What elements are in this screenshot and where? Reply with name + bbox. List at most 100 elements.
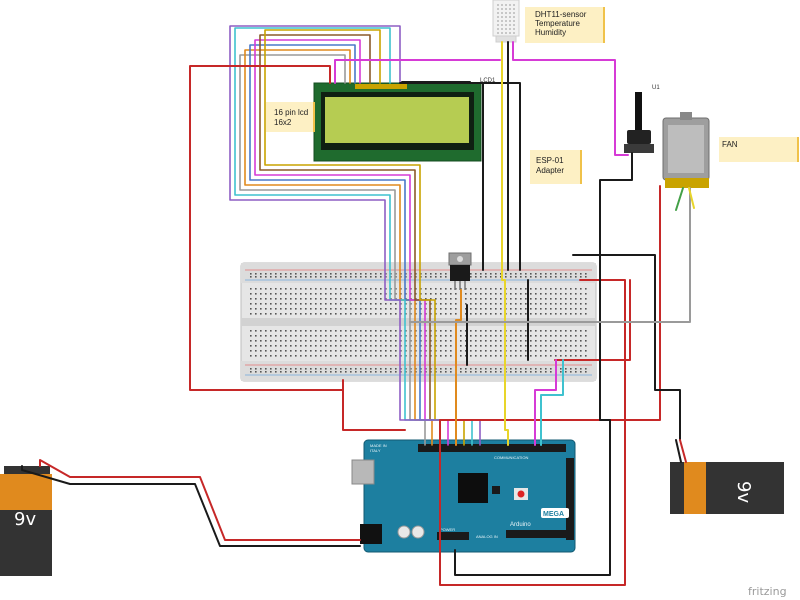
breadboard-hole [300, 355, 302, 357]
breadboard-hole [550, 303, 552, 305]
breadboard-hole [525, 350, 527, 352]
breadboard-hole [335, 330, 337, 332]
wire-red-mid [554, 279, 631, 361]
breadboard-hole [315, 345, 317, 347]
breadboard-hole [370, 288, 372, 290]
breadboard-hole [535, 371, 537, 373]
breadboard-hole [335, 308, 337, 310]
breadboard-hole [580, 368, 582, 370]
wire-black-lcd-gnd2 [401, 81, 471, 84]
breadboard-hole [475, 350, 477, 352]
breadboard-hole [450, 293, 452, 295]
breadboard-hole [310, 330, 312, 332]
arduino-logo-text: Arduino [510, 522, 531, 528]
breadboard-hole [325, 313, 327, 315]
breadboard-hole [280, 273, 282, 275]
voltage-regulator [448, 252, 472, 290]
breadboard-hole [530, 276, 532, 278]
fan-note: FAN [719, 137, 799, 162]
breadboard-hole [435, 293, 437, 295]
breadboard-hole [470, 345, 472, 347]
breadboard-hole [390, 313, 392, 315]
breadboard-hole [305, 368, 307, 370]
wire-cyan-mega [540, 359, 564, 446]
breadboard-hole [260, 368, 262, 370]
breadboard-hole [385, 303, 387, 305]
breadboard-hole [295, 345, 297, 347]
breadboard-hole [305, 273, 307, 275]
breadboard-hole [320, 308, 322, 310]
breadboard-hole [270, 303, 272, 305]
breadboard-hole [460, 335, 462, 337]
breadboard-hole [565, 288, 567, 290]
breadboard-hole [345, 340, 347, 342]
breadboard-hole [340, 303, 342, 305]
breadboard-hole [565, 308, 567, 310]
breadboard-hole [495, 350, 497, 352]
breadboard-hole [490, 288, 492, 290]
breadboard-hole [440, 355, 442, 357]
breadboard-hole [485, 303, 487, 305]
breadboard-hole [460, 345, 462, 347]
breadboard-hole [370, 350, 372, 352]
analog-in-text: ANALOG IN [476, 534, 498, 539]
breadboard-hole [335, 313, 337, 315]
breadboard-hole [580, 330, 582, 332]
breadboard-hole [445, 313, 447, 315]
breadboard-hole [385, 371, 387, 373]
breadboard-hole [395, 345, 397, 347]
breadboard-hole [390, 345, 392, 347]
breadboard-hole [265, 293, 267, 295]
breadboard-hole [565, 273, 567, 275]
breadboard-hole [285, 288, 287, 290]
breadboard-hole [290, 308, 292, 310]
breadboard-hole [295, 340, 297, 342]
breadboard-hole [340, 293, 342, 295]
breadboard-hole [575, 330, 577, 332]
breadboard-hole [350, 368, 352, 370]
breadboard-hole [580, 355, 582, 357]
breadboard-hole [545, 276, 547, 278]
breadboard-hole [255, 371, 257, 373]
breadboard-hole [495, 276, 497, 278]
dht11-vent [501, 20, 503, 22]
breadboard-hole [580, 350, 582, 352]
breadboard-hole [345, 368, 347, 370]
breadboard-hole [345, 308, 347, 310]
breadboard-hole [265, 368, 267, 370]
breadboard-hole [285, 355, 287, 357]
breadboard-hole [480, 340, 482, 342]
breadboard-hole [500, 293, 502, 295]
breadboard-hole [495, 345, 497, 347]
wire-black-right [572, 254, 681, 441]
breadboard-hole [365, 345, 367, 347]
breadboard-hole [580, 371, 582, 373]
breadboard-hole [470, 330, 472, 332]
breadboard-hole [305, 355, 307, 357]
breadboard-hole [575, 276, 577, 278]
breadboard-hole [330, 350, 332, 352]
breadboard-hole [570, 288, 572, 290]
breadboard-hole [580, 298, 582, 300]
breadboard-hole [490, 293, 492, 295]
breadboard-hole [350, 355, 352, 357]
breadboard-hole [355, 345, 357, 347]
breadboard-hole [440, 288, 442, 290]
breadboard-hole [450, 330, 452, 332]
breadboard-hole [425, 293, 427, 295]
breadboard-hole [270, 298, 272, 300]
dht11-vent [497, 4, 499, 6]
breadboard-hole [370, 313, 372, 315]
breadboard-hole [290, 371, 292, 373]
breadboard-hole [515, 330, 517, 332]
breadboard-hole [345, 355, 347, 357]
breadboard-hole [360, 350, 362, 352]
breadboard-hole [300, 276, 302, 278]
breadboard-hole [555, 345, 557, 347]
breadboard-hole [555, 276, 557, 278]
breadboard-hole [345, 330, 347, 332]
dht11-vent [497, 12, 499, 14]
breadboard-hole [540, 345, 542, 347]
breadboard-hole [290, 345, 292, 347]
breadboard-hole [340, 340, 342, 342]
